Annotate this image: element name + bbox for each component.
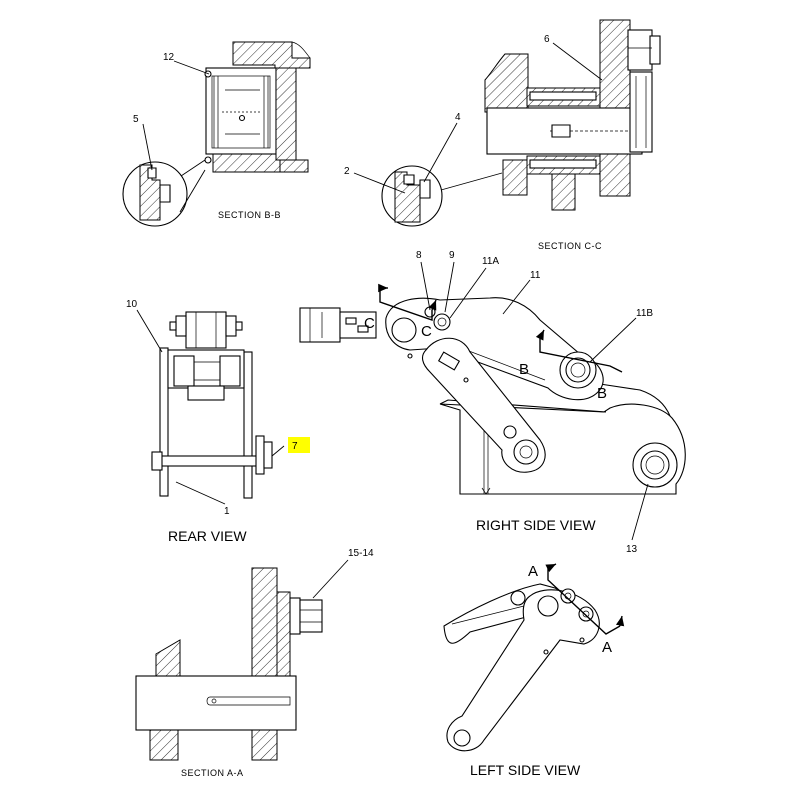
section-cc-drawing <box>353 19 661 227</box>
callout-11b: 11B <box>636 308 653 319</box>
callout-11a: 11A <box>482 256 499 267</box>
callout-12: 12 <box>163 52 175 63</box>
callout-2: 2 <box>344 166 350 177</box>
callout-11: 11 <box>530 270 541 281</box>
right-side-view-drawing <box>299 261 686 541</box>
callout-7: 7 <box>292 441 298 452</box>
section-mark-c-left: C <box>364 315 375 332</box>
left-side-view-title: LEFT SIDE VIEW <box>470 762 581 778</box>
callout-10: 10 <box>126 299 138 310</box>
rear-view-drawing <box>136 309 285 505</box>
callout-8: 8 <box>416 250 422 261</box>
callout-9: 9 <box>449 250 455 261</box>
left-side-view-drawing <box>443 563 625 752</box>
callout-15-14: 15-14 <box>348 548 374 559</box>
right-side-view-title: RIGHT SIDE VIEW <box>476 517 596 533</box>
section-cc-title: SECTION C-C <box>538 241 602 251</box>
section-mark-b-right: B <box>597 385 607 402</box>
callout-5: 5 <box>133 114 139 125</box>
callout-4: 4 <box>455 112 461 123</box>
callout-13: 13 <box>626 544 638 555</box>
section-aa-title: SECTION A-A <box>181 768 244 778</box>
callout-1: 1 <box>224 506 230 517</box>
section-bb-title: SECTION B-B <box>218 210 281 220</box>
callout-6: 6 <box>544 34 550 45</box>
section-mark-a-bottom: A <box>602 639 612 656</box>
section-mark-b-left: B <box>519 361 529 378</box>
highlight-7 <box>288 437 310 453</box>
section-aa-drawing <box>135 559 349 761</box>
section-mark-a-top: A <box>528 563 538 580</box>
section-mark-c-right: C <box>421 323 432 340</box>
section-bb-drawing <box>122 41 311 227</box>
rear-view-title: REAR VIEW <box>168 528 247 544</box>
